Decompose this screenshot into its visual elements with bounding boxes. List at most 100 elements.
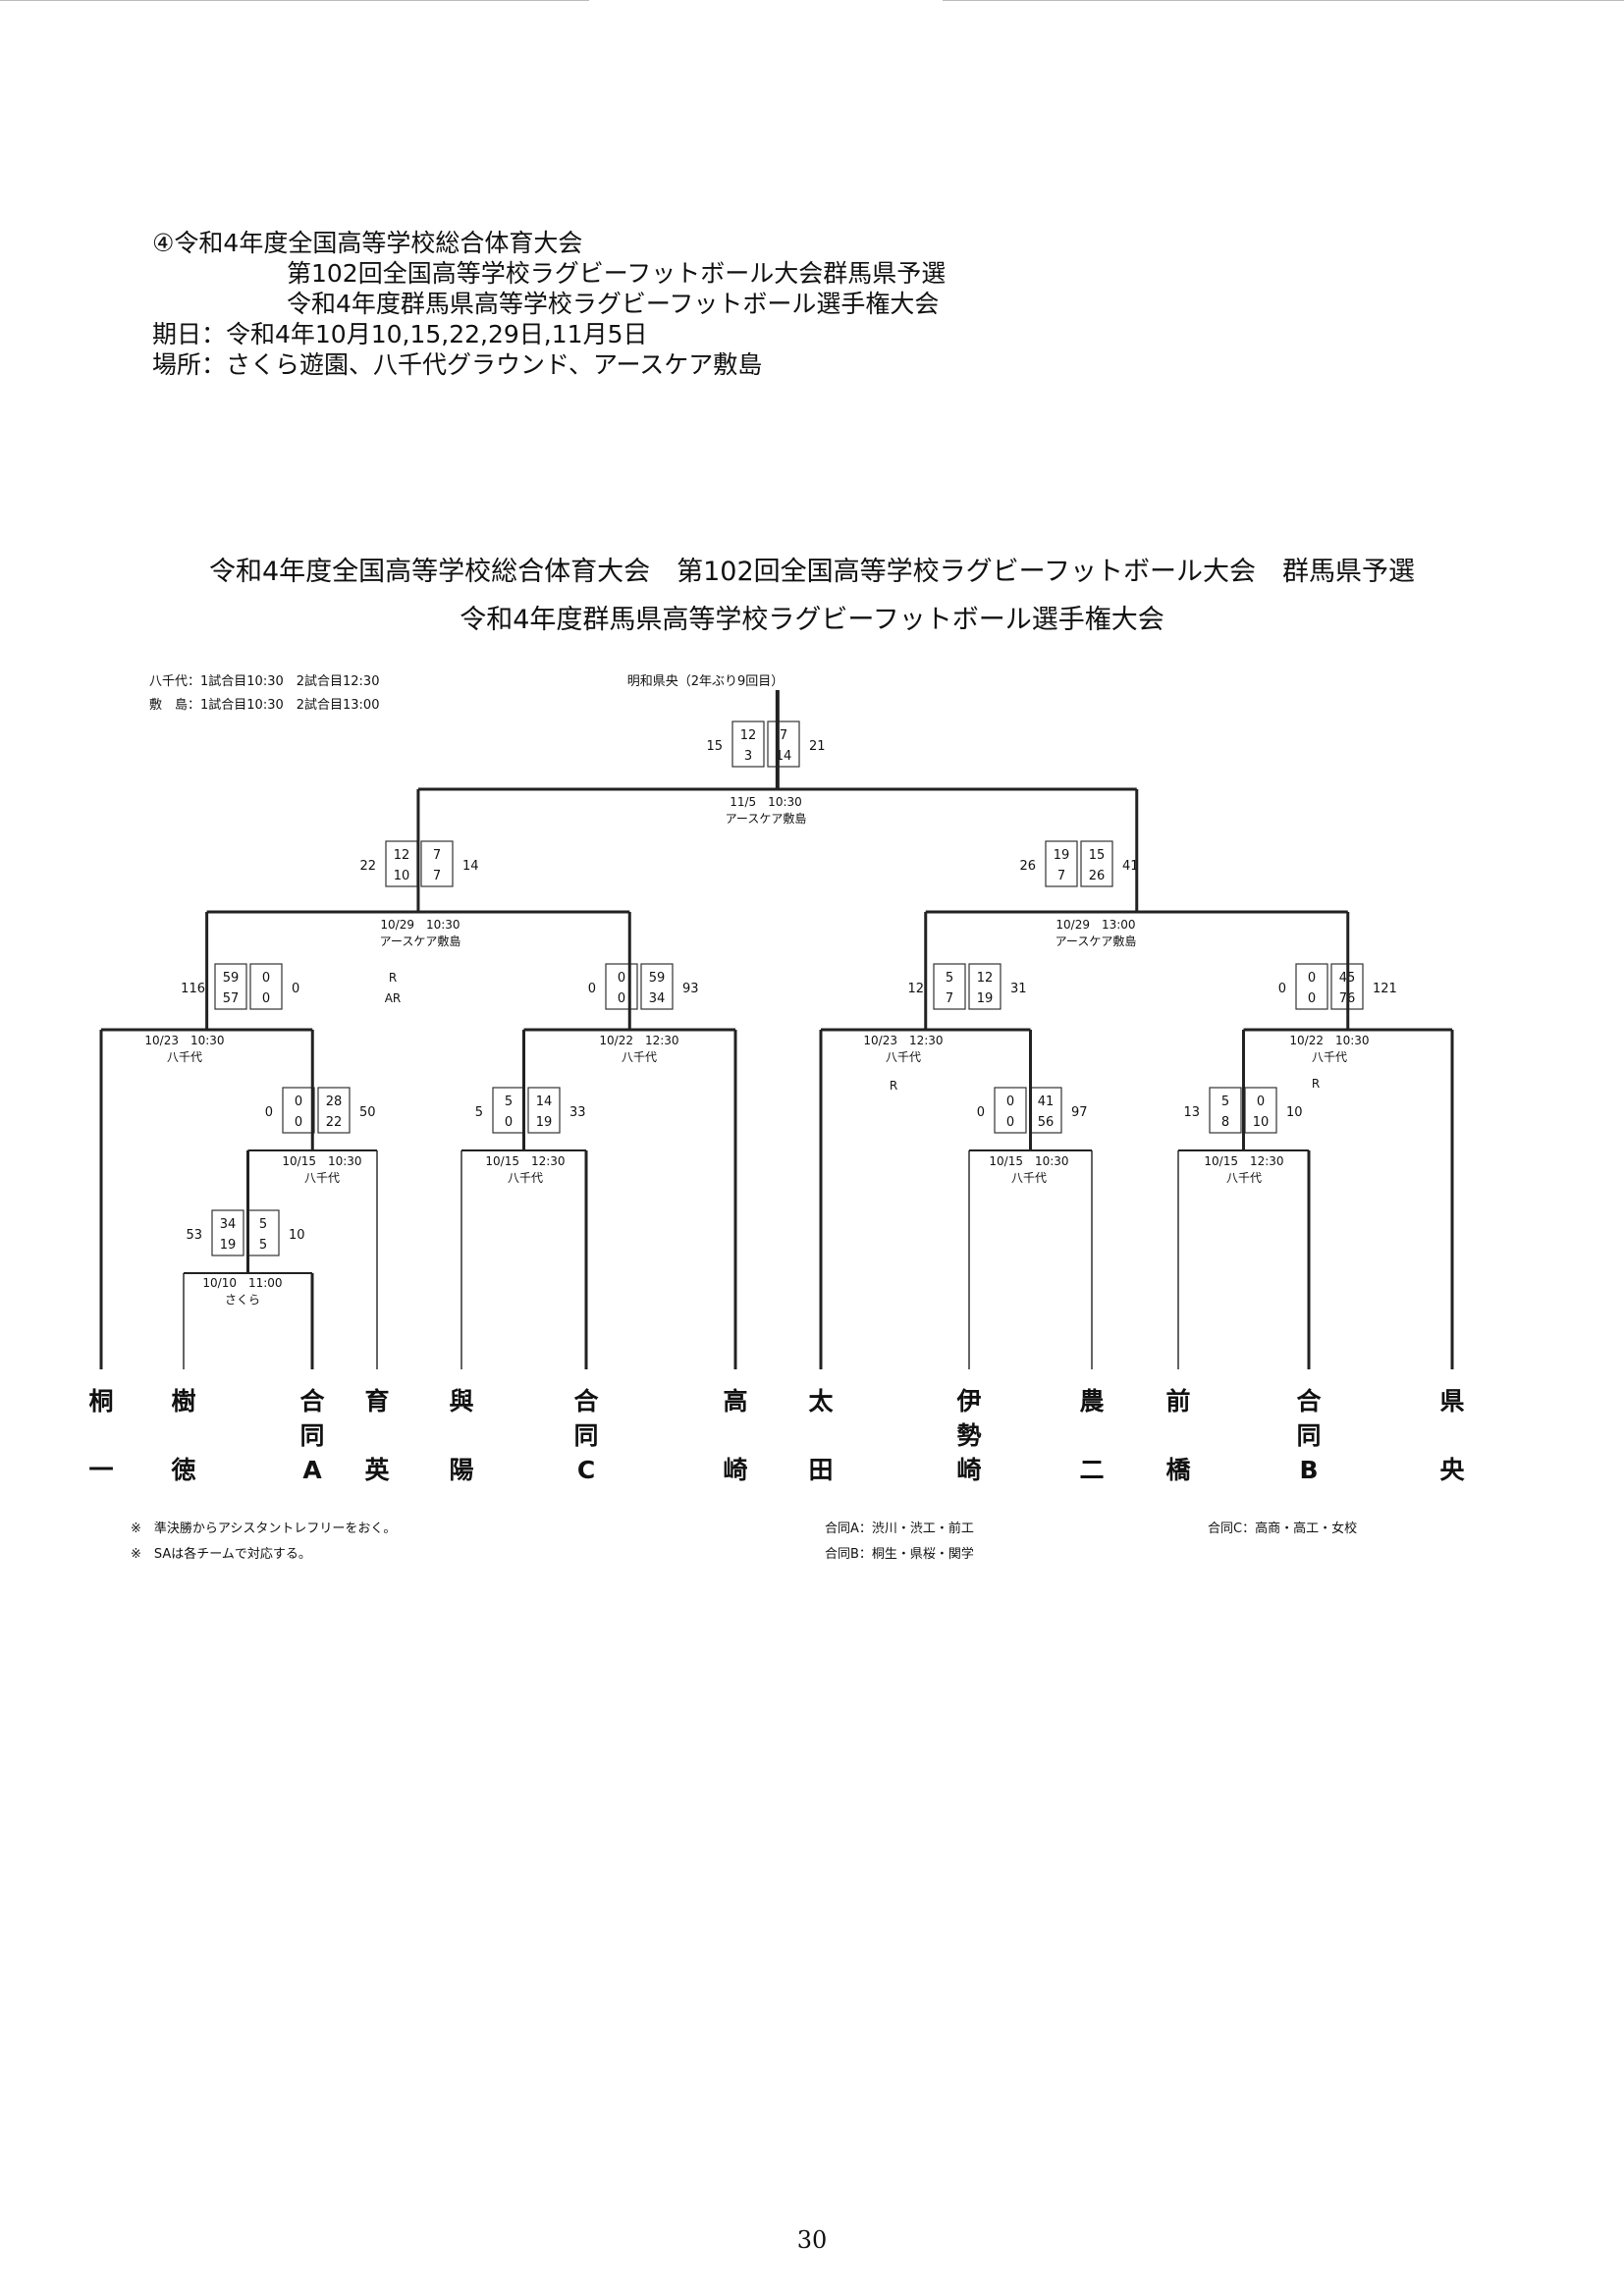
team-name: 高崎 [714,1384,757,1487]
team-name: 與陽 [440,1384,483,1487]
header-line-3: 令和4年度群馬県高等学校ラグビーフットボール選手権大会 [287,290,940,318]
team-name-char [162,1418,205,1453]
score-right-first-half: 59 [649,971,666,986]
score-left-total: 0 [588,982,596,996]
match-date: 10/23 12:30 [863,1034,943,1047]
score-right-second-half: 22 [326,1115,343,1130]
team-name-char: 橋 [1165,1456,1191,1484]
team-name: 伊勢崎 [947,1384,991,1487]
score-left-second-half: 0 [1308,991,1316,1006]
score-left-first-half: 34 [220,1217,237,1232]
score-left-second-half: 0 [295,1115,302,1130]
team-name: 育英 [355,1384,399,1487]
score-right-first-half: 12 [977,971,994,986]
score-right-first-half: 41 [1038,1095,1055,1109]
score-left-first-half: 5 [946,971,953,986]
team-name: 太田 [799,1384,842,1487]
referee-mark: R [389,971,397,985]
score-left-second-half: 57 [223,991,240,1006]
score-right-total: 0 [292,982,299,996]
match-venue: 八千代 [508,1171,543,1185]
score-right-total: 10 [1286,1105,1303,1120]
schedule-shikishima: 敷 島：1試合目10:30 2試合目13:00 [149,698,380,713]
score-box-left [214,963,247,1010]
score-box-right [1080,840,1113,887]
score-right-first-half: 0 [1257,1095,1265,1109]
team-name: 樹徳 [162,1384,205,1487]
team-name-char: 與 [449,1387,474,1415]
combined-team-b-note: 合同B：桐生・県桜・関学 [825,1547,974,1562]
top-edge-line-left [0,0,589,1]
score-right-total: 10 [289,1228,305,1243]
team-name-char: 前 [1165,1387,1191,1415]
score-right-total: 97 [1071,1105,1088,1120]
match-date: 10/15 10:30 [282,1154,361,1168]
score-left-first-half: 0 [1006,1095,1014,1109]
score-box-left [1295,963,1328,1010]
team-name-char: 同 [299,1421,325,1450]
match-date: 10/29 13:00 [1056,918,1135,932]
schedule-yachiyo: 八千代：1試合目10:30 2試合目12:30 [149,674,380,689]
match-venue: アースケア敷島 [726,811,807,826]
score-left-total: 22 [359,859,376,874]
team-name-char: 高 [723,1387,748,1415]
match-venue: さくら [225,1293,260,1307]
score-right-total: 41 [1122,859,1139,874]
match-date: 11/5 10:30 [730,795,802,809]
score-left-total: 15 [706,739,723,754]
match-date: 10/15 10:30 [989,1154,1068,1168]
score-box-right [527,1087,561,1134]
team-name-char: 一 [88,1456,114,1484]
bracket-title-line-1: 令和4年度全国高等学校総合体育大会 第102回全国高等学校ラグビーフットボール大… [208,557,1416,587]
score-right-first-half: 5 [259,1217,267,1232]
match-date: 10/15 12:30 [485,1154,565,1168]
match-date: 10/29 10:30 [380,918,460,932]
score-right-total: 121 [1373,982,1397,996]
team-name-char: 合 [299,1387,325,1415]
score-right-second-half: 19 [536,1115,553,1130]
score-left-second-half: 0 [505,1115,513,1130]
header-line-1: ④令和4年度全国高等学校総合体育大会 [152,229,583,257]
score-right-total: 31 [1010,982,1027,996]
match-date: 10/15 12:30 [1204,1154,1283,1168]
team-name-char: A [302,1456,322,1484]
score-box-left [211,1209,244,1256]
team-name-char [355,1418,399,1453]
assistant-referee-mark: AR [385,991,402,1005]
referee-mark: R [1312,1077,1320,1091]
match-venue: 八千代 [1011,1171,1047,1185]
match-venue: 八千代 [1312,1050,1347,1064]
score-right-second-half: 14 [776,749,792,764]
score-right-first-half: 7 [780,728,787,743]
header-venues: 場所：さくら遊園、八千代グラウンド、アースケア敷島 [152,350,763,379]
match-date: 10/22 12:30 [599,1034,678,1047]
team-name-char [1157,1418,1200,1453]
score-right-second-half: 10 [1253,1115,1270,1130]
score-left-total: 5 [475,1105,483,1120]
score-left-second-half: 19 [220,1238,237,1253]
score-right-total: 50 [359,1105,376,1120]
score-box-right [317,1087,351,1134]
team-name: 前橋 [1157,1384,1200,1487]
score-left-total: 0 [265,1105,273,1120]
team-name-char: 県 [1439,1387,1465,1415]
team-name-char [80,1418,123,1453]
score-right-first-half: 28 [326,1095,343,1109]
team-name-char: 伊 [956,1387,982,1415]
score-left-first-half: 0 [295,1095,302,1109]
score-right-first-half: 0 [262,971,270,986]
team-name-char: 同 [573,1421,599,1450]
score-right-second-half: 34 [649,991,666,1006]
score-left-second-half: 10 [394,869,410,883]
score-right-first-half: 7 [433,848,441,863]
team-name-char: 崎 [723,1456,748,1484]
score-box-left [994,1087,1027,1134]
score-left-second-half: 0 [1006,1115,1014,1130]
referee-mark: R [890,1079,897,1093]
score-box-right [968,963,1001,1010]
score-box-left [1045,840,1078,887]
score-left-first-half: 19 [1054,848,1070,863]
